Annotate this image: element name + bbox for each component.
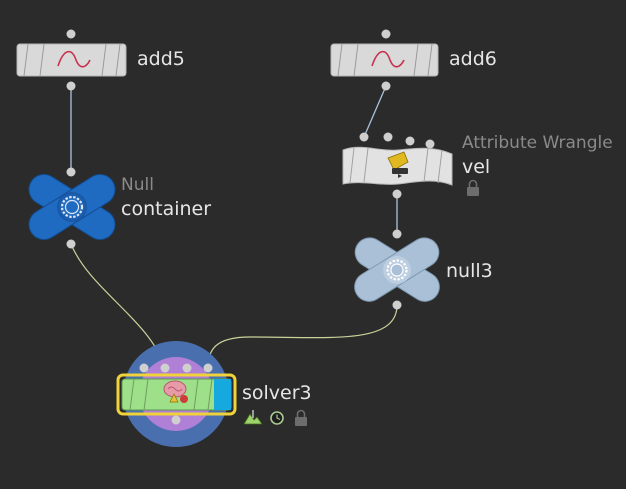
node-add6[interactable] (330, 29, 439, 91)
mountain-icon[interactable] (243, 410, 263, 425)
input-connector-3[interactable] (405, 136, 415, 146)
output-connector[interactable] (66, 81, 76, 91)
input-connector[interactable] (392, 229, 402, 239)
input-connector-2[interactable] (160, 363, 170, 373)
clock-icon[interactable] (270, 411, 284, 425)
node-type-vel: Attribute Wrangle (462, 133, 613, 153)
node-vel[interactable] (342, 132, 479, 199)
wire-null3-solver3[interactable] (207, 304, 398, 369)
input-connector[interactable] (66, 167, 76, 177)
input-connector[interactable] (381, 29, 391, 39)
input-connector-4[interactable] (425, 139, 435, 149)
curve-icon (371, 50, 405, 68)
wires (70, 85, 398, 369)
output-connector[interactable] (66, 239, 76, 249)
node-stripes (337, 43, 433, 77)
output-connector[interactable] (381, 81, 391, 91)
display-flag[interactable] (214, 379, 231, 410)
node-label-add6[interactable]: add6 (449, 48, 497, 70)
lock-icon[interactable] (467, 179, 479, 197)
node-add5[interactable] (16, 29, 127, 91)
input-connector-1[interactable] (139, 363, 149, 373)
node-stripes (23, 43, 121, 77)
selection-outline (116, 373, 237, 416)
node-stripes (349, 147, 443, 184)
node-body[interactable] (16, 43, 127, 77)
input-connector-2[interactable] (383, 132, 393, 142)
output-connector[interactable] (171, 415, 181, 425)
node-label-solver3[interactable]: solver3 (242, 382, 312, 404)
input-connector-1[interactable] (359, 132, 369, 142)
node-label-null3[interactable]: null3 (446, 260, 493, 282)
node-container[interactable] (23, 167, 120, 249)
node-stripes (129, 378, 213, 411)
input-connector[interactable] (66, 29, 76, 39)
wire-add6-vel[interactable] (363, 85, 387, 138)
node-null3[interactable] (349, 229, 445, 310)
output-connector[interactable] (392, 189, 402, 199)
brain-icon (163, 380, 188, 403)
gear-icon (386, 259, 408, 281)
curve-icon (57, 50, 91, 68)
node-label-add5[interactable]: add5 (137, 48, 185, 70)
input-connector-4[interactable] (203, 363, 213, 373)
node-label-container[interactable]: container (121, 198, 212, 220)
lock-icon[interactable] (295, 409, 307, 426)
output-connector[interactable] (392, 300, 402, 310)
gear-icon (60, 195, 84, 219)
node-body[interactable] (330, 43, 439, 77)
node-type-container: Null (121, 175, 154, 195)
wrangle-icon (387, 151, 409, 178)
node-label-vel[interactable]: vel (462, 156, 491, 178)
node-solver3[interactable] (116, 341, 307, 447)
input-connector-3[interactable] (182, 363, 192, 373)
